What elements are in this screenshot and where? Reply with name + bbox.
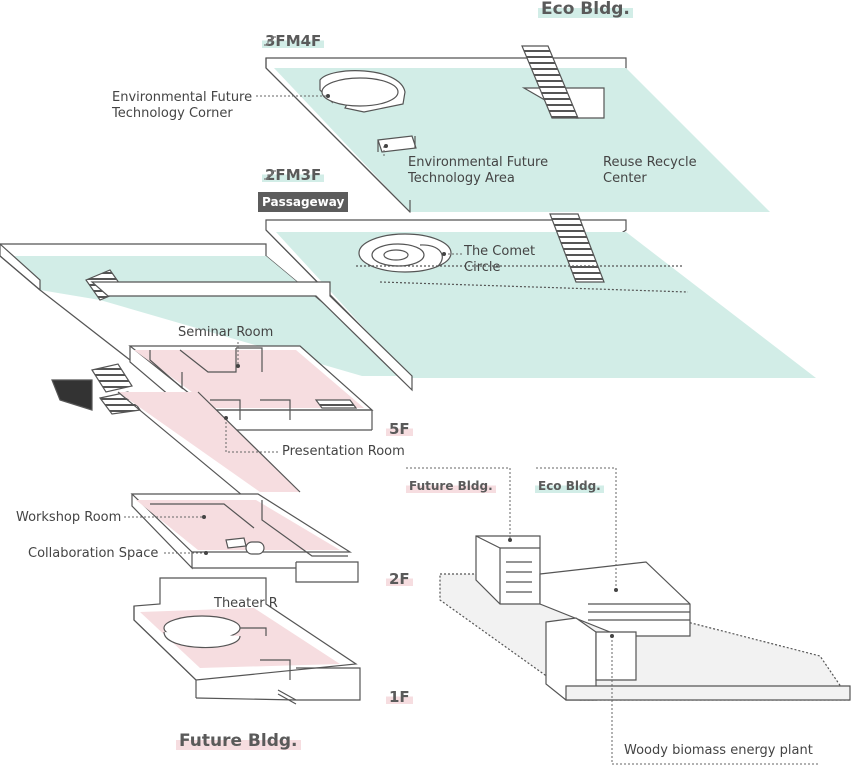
future-building-title: Future Bldg. xyxy=(176,732,301,750)
site-mini-map xyxy=(439,535,851,701)
floor-tag-to: M3F xyxy=(285,166,322,184)
future-stairs-dark xyxy=(51,379,93,411)
label-collaboration-space: Collaboration Space xyxy=(28,546,159,561)
label-comet-circle: The Comet Circle xyxy=(464,244,536,275)
label-woody-biomass: Woody biomass energy plant xyxy=(624,743,813,758)
stairs-icon xyxy=(264,170,276,180)
label-workshop-room: Workshop Room xyxy=(16,510,122,525)
eco-upper-floor xyxy=(265,45,770,213)
floor-tag-5f: 5F xyxy=(386,422,413,437)
mini-map-future-tag: Future Bldg. xyxy=(406,479,496,493)
label-presentation-room: Presentation Room xyxy=(282,444,405,459)
mini-map-eco-tag: Eco Bldg. xyxy=(535,479,604,493)
future-1f xyxy=(133,577,361,705)
label-env-future-corner: Environmental Future Technology Corner xyxy=(112,90,253,121)
floor-tag-to: M4F xyxy=(285,32,322,50)
stairs-icon xyxy=(264,36,276,46)
eco-lower-floor xyxy=(265,213,816,378)
floor-tag-from: 2F xyxy=(265,166,286,184)
label-theater: Theater R xyxy=(214,596,278,611)
eco-lower-stairs xyxy=(549,213,605,283)
passageway-badge: Passageway xyxy=(258,192,349,212)
floor-tag-2f: 2F xyxy=(386,572,413,587)
eco-building-title: Eco Bldg. xyxy=(538,0,633,18)
label-env-future-area: Environmental Future Technology Area xyxy=(408,155,549,186)
floor-tag-from: 3F xyxy=(265,32,286,50)
eco-upper-stairs xyxy=(521,45,579,119)
leader-lines xyxy=(124,95,820,765)
label-seminar-room: Seminar Room xyxy=(178,325,274,340)
future-5f xyxy=(0,243,413,511)
label-reuse-recycle: Reuse Recycle Center xyxy=(603,155,697,186)
future-2f xyxy=(130,493,359,583)
floor-tag-1f: 1F xyxy=(386,690,413,705)
